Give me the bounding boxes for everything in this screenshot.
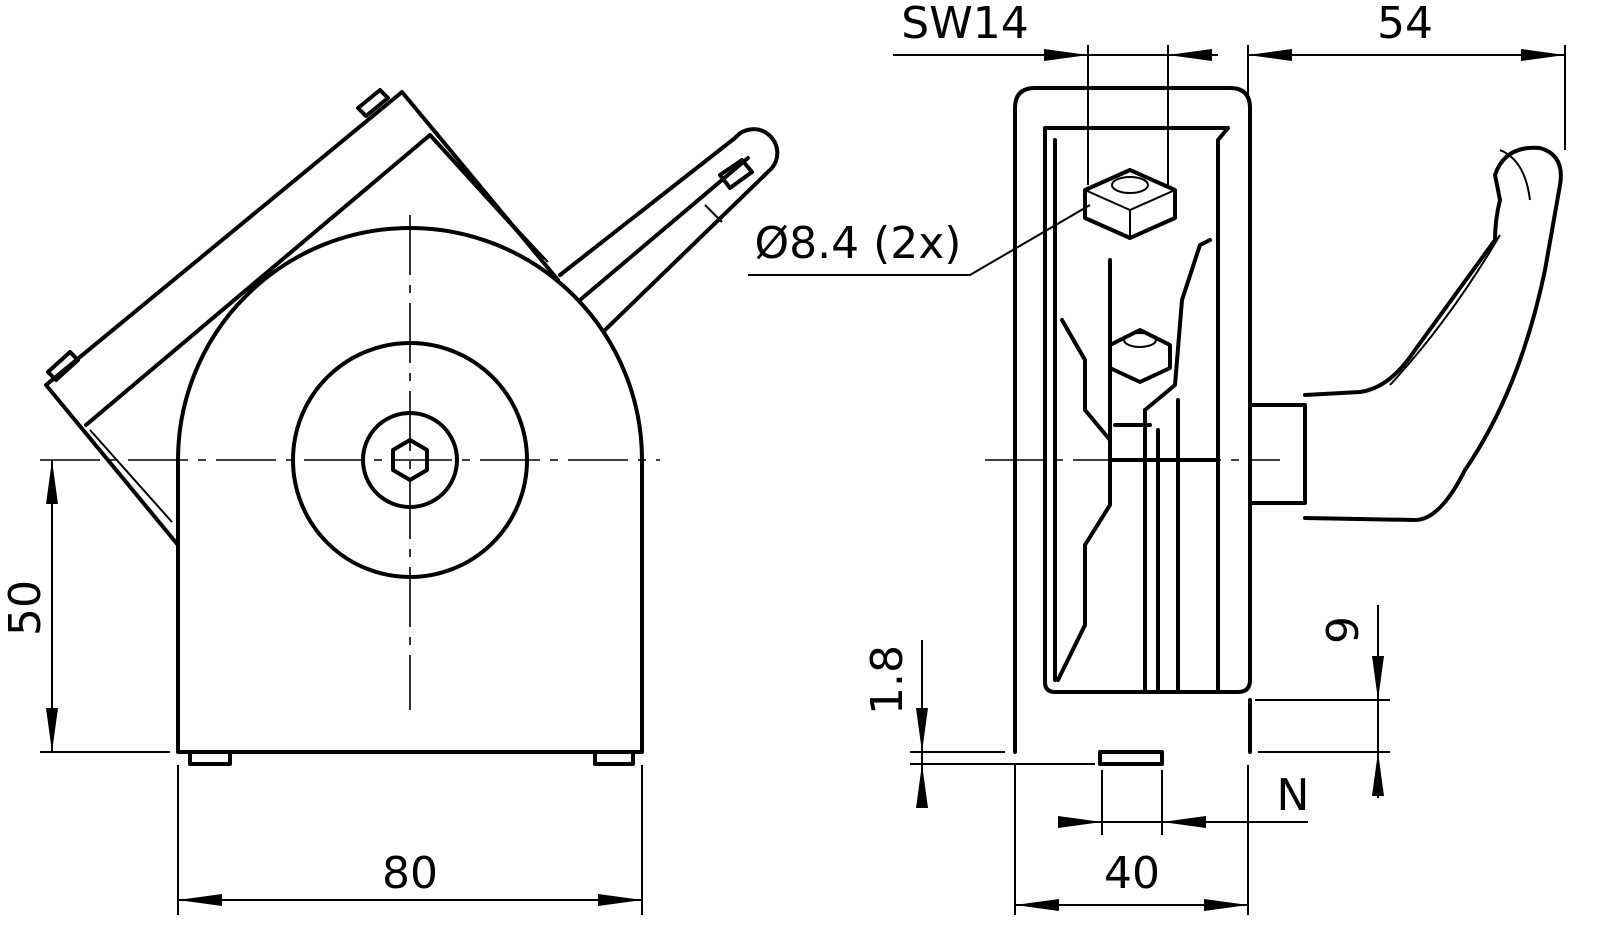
dim-depth: 40 [1104,848,1160,899]
side-view [985,86,1563,766]
dim-n: N [1277,770,1310,821]
dim-hole: Ø8.4 (2x) [755,218,962,269]
dim-flange: 9 [1318,616,1369,644]
dim-slot-depth: 1.8 [862,645,913,715]
front-view [40,88,780,766]
dim-handle-reach: 54 [1377,0,1433,49]
dim-height: 50 [0,580,51,636]
dim-sw: SW14 [901,0,1028,49]
dim-width: 80 [382,848,438,899]
dimensions: 80 50 SW14 54 Ø8.4 (2x) 40 N 1.8 [0,0,1566,915]
